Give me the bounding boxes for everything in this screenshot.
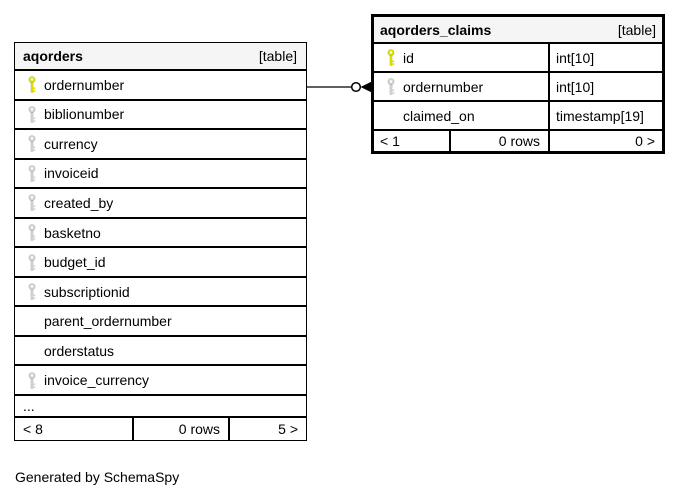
fk-crowfoot-arrow-icon — [360, 81, 372, 93]
column-row-invoice-currency: invoice_currency — [15, 366, 306, 397]
column-name: claimed_on — [403, 107, 475, 124]
index-key-icon — [27, 194, 37, 211]
column-row-basketno: basketno — [15, 219, 306, 249]
table-header: aqorders [table] — [15, 43, 306, 71]
column-name: orderstatus — [44, 342, 115, 359]
column-name-cell: id — [374, 44, 550, 71]
truncated-columns-indicator: ... — [15, 396, 306, 419]
column-name-cell: claimed_on — [374, 102, 550, 129]
column-row-subscriptionid: subscriptionid — [15, 278, 306, 308]
index-key-icon — [27, 283, 37, 300]
schemaspy-credit: Generated by SchemaSpy — [15, 469, 180, 485]
column-row-ordernumber-fk: ordernumber int[10] — [374, 73, 662, 102]
index-key-icon — [27, 165, 37, 182]
table-type-badge: [table] — [617, 21, 656, 38]
column-type: int[10] — [556, 49, 595, 66]
column-name-cell: ordernumber — [374, 73, 550, 100]
table-type-badge: [table] — [258, 48, 297, 64]
hidden-relations-right: 0 > — [635, 133, 655, 149]
column-row-biblionumber: biblionumber — [15, 101, 306, 131]
primary-key-icon — [27, 76, 37, 93]
index-key-icon — [27, 106, 37, 123]
row-count: 0 rows — [134, 418, 230, 440]
column-row-id: id int[10] — [374, 44, 662, 73]
column-name: biblionumber — [44, 106, 125, 123]
column-row-parent-ordernumber: parent_ordernumber — [15, 307, 306, 337]
fk-circle-terminator — [350, 81, 362, 93]
hidden-relations-left: < 1 — [374, 131, 451, 151]
column-row-claimed-on: claimed_on timestamp[19] — [374, 102, 662, 131]
row-count: 0 rows — [451, 131, 550, 151]
index-key-icon — [27, 372, 37, 389]
column-name: id — [403, 49, 414, 66]
index-key-icon — [27, 224, 37, 241]
index-key-icon — [27, 254, 37, 271]
table-node-aqorders[interactable]: aqorders [table] ordernumber biblionumbe… — [14, 42, 307, 441]
table-node-aqorders-claims[interactable]: aqorders_claims [table] id int[10] order… — [371, 14, 665, 154]
hidden-relations-left: < 8 — [15, 418, 134, 440]
column-row-orderstatus: orderstatus — [15, 337, 306, 367]
column-name: parent_ordernumber — [44, 313, 172, 330]
column-row-ordernumber: ordernumber — [15, 71, 306, 101]
table-footer: < 8 0 rows 5 > — [15, 418, 306, 440]
index-key-icon — [27, 135, 37, 152]
table-title: aqorders — [23, 48, 83, 64]
column-name: subscriptionid — [44, 283, 130, 300]
column-row-created-by: created_by — [15, 189, 306, 219]
column-name: invoiceid — [44, 165, 99, 182]
index-key-icon — [386, 78, 396, 95]
table-footer: < 1 0 rows 0 > — [374, 131, 662, 151]
column-name: budget_id — [44, 254, 106, 271]
column-name: ordernumber — [403, 78, 484, 95]
column-name: currency — [44, 135, 98, 152]
column-name: basketno — [44, 224, 101, 241]
column-row-budget-id: budget_id — [15, 248, 306, 278]
column-type: timestamp[19] — [556, 107, 644, 124]
hidden-relations-right: 5 > — [278, 421, 298, 437]
primary-key-icon — [386, 49, 396, 66]
column-name: created_by — [44, 194, 114, 211]
table-title: aqorders_claims — [380, 21, 492, 38]
column-name: invoice_currency — [44, 372, 150, 389]
table-header: aqorders_claims [table] — [374, 17, 662, 44]
column-row-currency: currency — [15, 130, 306, 160]
column-row-invoiceid: invoiceid — [15, 160, 306, 190]
column-type: int[10] — [556, 78, 595, 95]
column-name: ordernumber — [44, 76, 125, 93]
